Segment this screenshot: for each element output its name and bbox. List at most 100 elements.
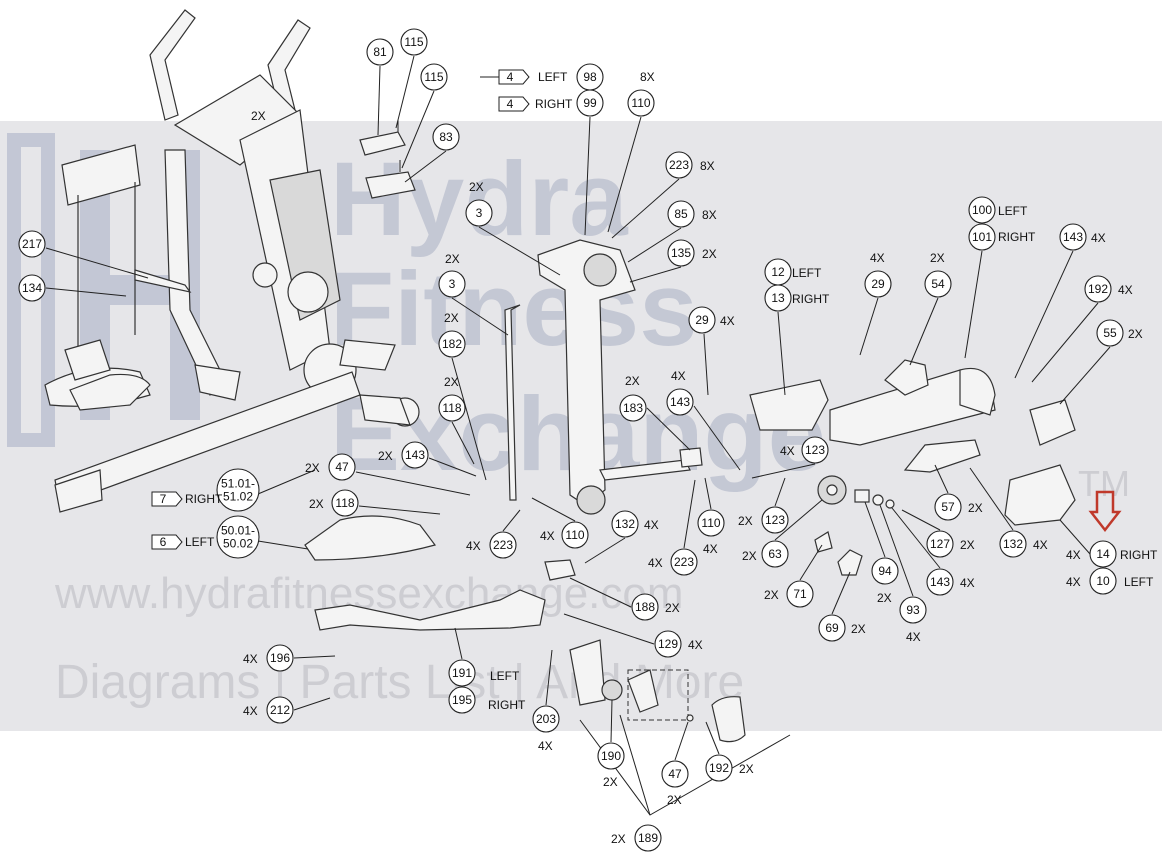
label-l4x_132a: 4X — [1033, 538, 1048, 552]
callout-118: 118 — [438, 394, 466, 422]
callout-118: 118 — [331, 489, 359, 517]
callout-number: 85 — [674, 207, 688, 221]
end-cap-189 — [711, 696, 746, 743]
callout-29: 29 — [864, 270, 892, 298]
callout-93: 93 — [899, 596, 927, 624]
label-l2x_47a: 2X — [305, 461, 320, 475]
callout-number: 188 — [635, 600, 655, 614]
label-l_right_195: RIGHT — [488, 698, 526, 712]
label-l2x_190: 2X — [603, 775, 618, 789]
cover-12-13 — [749, 379, 829, 431]
callout-number: 190 — [601, 749, 621, 763]
callout-number: 118 — [442, 401, 461, 415]
callout-number: 51.02 — [223, 490, 253, 504]
callout-132: 132 — [999, 530, 1027, 558]
callout-94: 94 — [871, 557, 899, 585]
callout-number: 127 — [930, 537, 950, 551]
callout-223: 223 — [670, 548, 698, 576]
callout-number: 50.02 — [223, 537, 253, 551]
tag-layer: 4 4 7 6 — [151, 69, 530, 550]
callout-29: 29 — [688, 306, 716, 334]
label-l_left_98: LEFT — [538, 70, 568, 84]
callout-71: 71 — [786, 580, 814, 608]
callout-135: 135 — [667, 239, 695, 267]
callout-number: 223 — [674, 555, 694, 569]
reference-tag: 4 — [498, 96, 530, 112]
callout-115: 115 — [420, 63, 448, 91]
label-l2x_69: 2X — [851, 622, 866, 636]
callout-number: 10 — [1096, 574, 1110, 588]
label-l_right_14: RIGHT — [1120, 548, 1158, 562]
callout-number: 98 — [583, 70, 597, 84]
main-frame-assembly — [44, 9, 420, 513]
label-l8x_a: 8X — [640, 70, 655, 84]
callout-number: 99 — [583, 96, 597, 110]
label-l2x_47b: 2X — [667, 793, 682, 807]
callout-123: 123 — [761, 506, 789, 534]
callout-number: 134 — [22, 281, 42, 295]
label-l2x_135: 2X — [702, 247, 717, 261]
callout-number: 81 — [373, 45, 387, 59]
gear-190 — [601, 679, 623, 701]
callout-number: 63 — [768, 547, 782, 561]
callout-number: 55 — [1103, 326, 1117, 340]
callout-98: 98 — [576, 63, 604, 91]
label-l4x_143b: 4X — [671, 369, 686, 383]
callout-110: 110 — [561, 521, 589, 549]
callout-101: 101 — [968, 223, 996, 251]
callout-191: 191 — [448, 659, 476, 687]
reference-tag: 6 — [151, 534, 183, 550]
callout-196: 196 — [266, 644, 294, 672]
leader-lines — [45, 55, 1111, 761]
label-l2x_183: 2X — [625, 374, 640, 388]
label-l2x_94: 2X — [877, 591, 892, 605]
label-l_left_191: LEFT — [490, 669, 520, 683]
callout-number: 223 — [493, 538, 513, 552]
callout-number: 69 — [825, 621, 839, 635]
callout-13: 13 — [764, 284, 792, 312]
callout-115: 115 — [400, 28, 428, 56]
callout-number: 3 — [476, 206, 483, 220]
tag-number: 7 — [160, 492, 167, 506]
red-down-arrow-icon — [1088, 490, 1122, 533]
arm-assembly — [537, 239, 636, 506]
callout-189: 189 — [634, 824, 662, 852]
callout-188: 188 — [631, 593, 659, 621]
label-l4x_196: 4X — [243, 652, 258, 666]
pedal-left — [69, 373, 151, 411]
label-l4x_110c: 4X — [703, 542, 718, 556]
label-l2x_63: 2X — [742, 549, 757, 563]
label-l4x_223c: 4X — [648, 556, 663, 570]
cover-54 — [884, 359, 929, 396]
tag-number: 4 — [507, 97, 514, 111]
callout-143: 143 — [1059, 223, 1087, 251]
label-l4x_203: 4X — [538, 739, 553, 753]
callout-number: 192 — [1088, 282, 1108, 296]
callout-85: 85 — [667, 200, 695, 228]
callout-number: 50.01- — [221, 524, 255, 538]
callout-number: 183 — [623, 401, 643, 415]
label-l2x_192b: 2X — [739, 762, 754, 776]
callout-223: 223 — [665, 151, 693, 179]
callout-3: 3 — [438, 270, 466, 298]
label-l4x_212: 4X — [243, 704, 258, 718]
callout-223: 223 — [489, 531, 517, 559]
label-l2x_189: 2X — [611, 832, 626, 846]
label-l8x_223: 8X — [700, 159, 715, 173]
label-l4x_10: 4X — [1066, 575, 1081, 589]
callout-183: 183 — [619, 394, 647, 422]
label-l2x_top: 2X — [251, 109, 266, 123]
tag-number: 6 — [160, 535, 167, 549]
callout-number: 123 — [805, 443, 825, 457]
label-l2x_3a: 2X — [469, 180, 484, 194]
callout-number: 47 — [668, 767, 682, 781]
callout-number: 115 — [404, 35, 423, 49]
label-l4x_132b: 4X — [644, 518, 659, 532]
label-l2x_55: 2X — [1128, 327, 1143, 341]
label-l2x_143a: 2X — [378, 449, 393, 463]
callout-number: 57 — [941, 500, 955, 514]
reference-tag: 4 — [498, 69, 530, 85]
label-l2x_71: 2X — [764, 588, 779, 602]
callout-192: 192 — [705, 754, 733, 782]
